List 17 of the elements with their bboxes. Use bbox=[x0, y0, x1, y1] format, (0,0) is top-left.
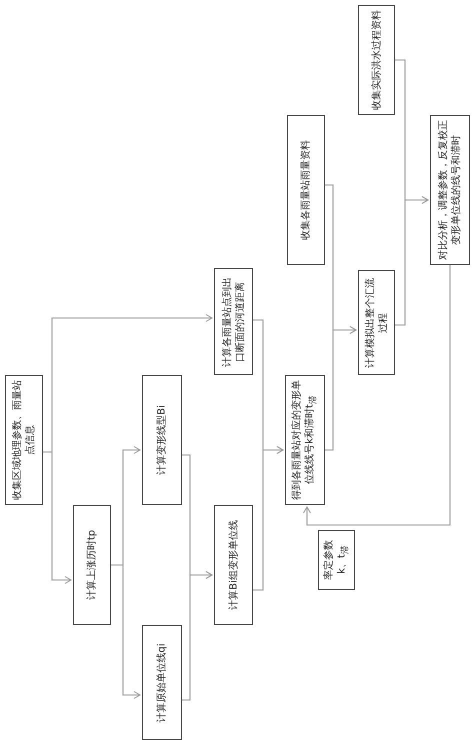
process-box: 收集区域地理参数、雨量站点信息 bbox=[5, 375, 43, 505]
process-box: 收集实际洪水过程资料 bbox=[358, 5, 395, 115]
arrow bbox=[182, 571, 212, 701]
process-box: 计算上涨历时tp bbox=[73, 505, 111, 625]
process-box: 计算变形线型Bi bbox=[142, 375, 182, 505]
arrow bbox=[325, 326, 356, 451]
arrow bbox=[253, 446, 284, 591]
process-box: 计算Bi组变形单位线 bbox=[214, 505, 253, 625]
arrow bbox=[43, 451, 72, 584]
arrow bbox=[111, 564, 140, 699]
process-box: 计算模拟出整个汇流过程 bbox=[358, 270, 395, 375]
process-box: 计算原始单位线qi bbox=[142, 625, 182, 740]
arrow bbox=[303, 265, 451, 526]
process-box: 计算各雨量站点到出口断面的河道距离 bbox=[214, 268, 253, 375]
process-box: 收集各雨量站雨量资料 bbox=[287, 115, 325, 265]
arrow bbox=[395, 196, 428, 326]
process-box: 对比分析，调整参数，反复校正变形单位线的线号和滞时 bbox=[430, 115, 470, 265]
